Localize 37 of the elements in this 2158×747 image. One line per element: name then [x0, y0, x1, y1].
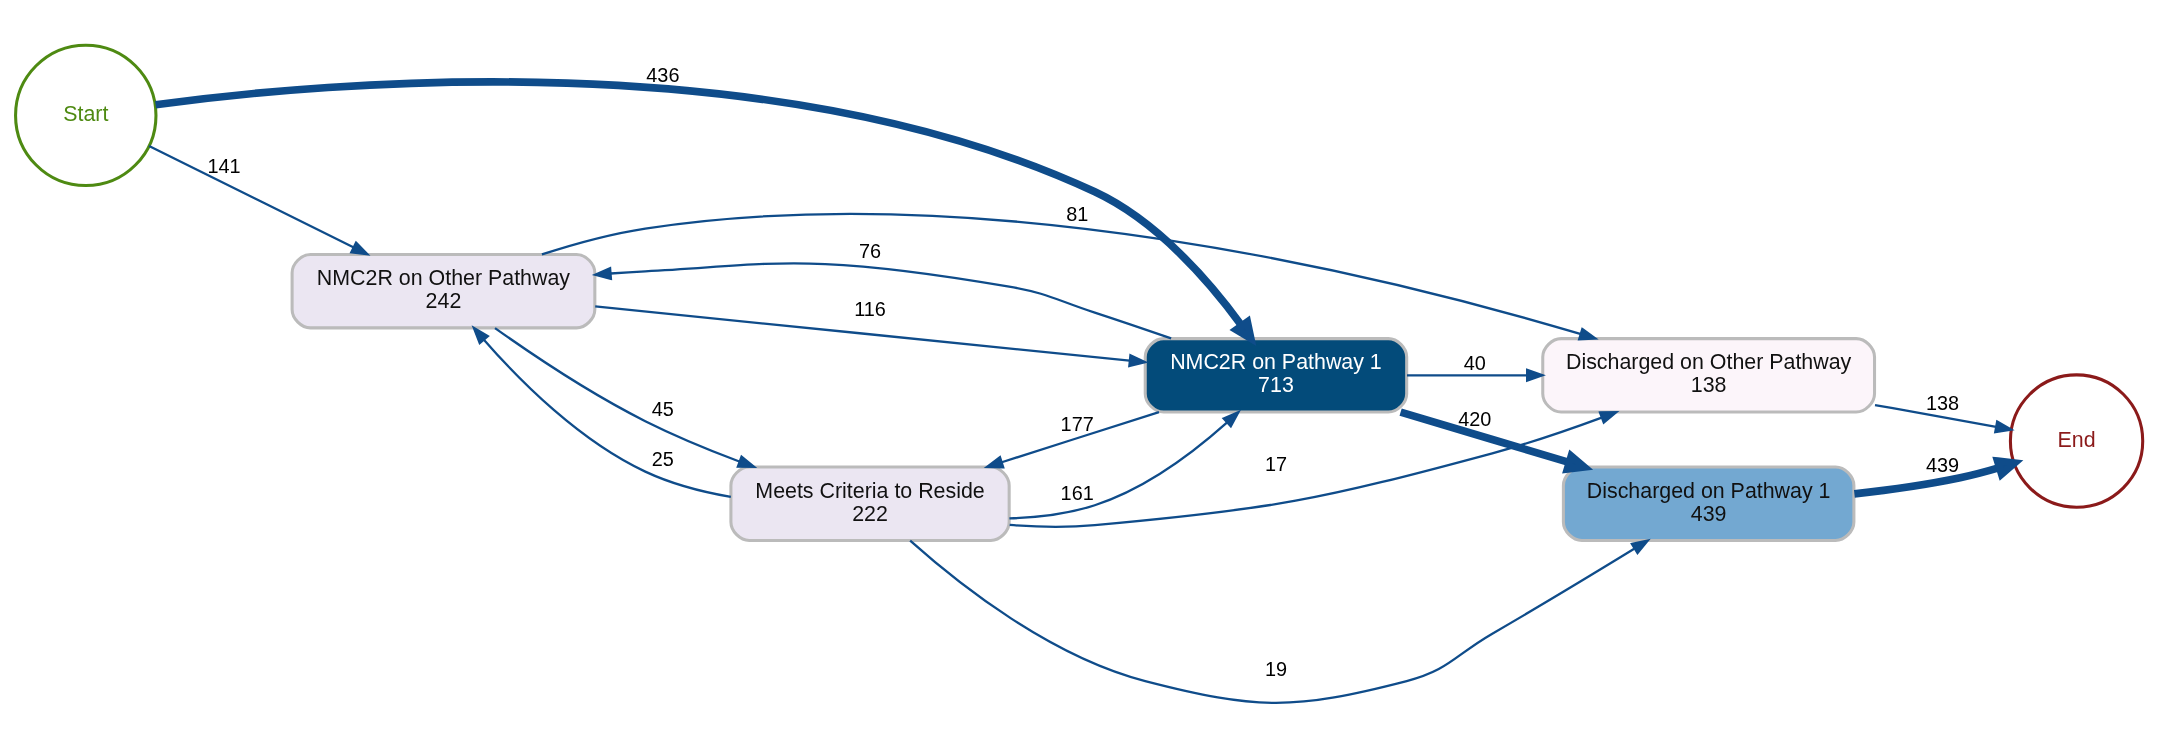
edge-label: 81	[1066, 202, 1089, 225]
arrow	[1399, 407, 1594, 473]
edge-label: 116	[854, 297, 886, 320]
edge-label: 40	[1463, 351, 1486, 374]
node-box: Discharged on Pathway 1 439	[1561, 465, 1856, 542]
edge-label: 439	[1926, 453, 1960, 476]
edge-label: 161	[1060, 481, 1094, 504]
node-box: Meets Criteria to Reside 222	[729, 465, 1011, 542]
arrow	[909, 538, 1651, 704]
arrow	[1853, 456, 2024, 498]
arrow	[148, 144, 371, 256]
edge-label: 76	[858, 239, 882, 262]
edge-label: 19	[1264, 657, 1288, 680]
arrow	[595, 304, 1149, 367]
edge-label: 436	[646, 63, 680, 86]
node-circle: Start	[14, 43, 158, 187]
arrow	[1874, 403, 2015, 433]
edge-label: 45	[651, 397, 674, 420]
edge-label: 141	[207, 154, 241, 177]
arrow	[1406, 367, 1546, 382]
arrow	[1009, 410, 1620, 528]
node-circle: End	[2008, 372, 2145, 509]
arrow	[494, 326, 758, 468]
edge-label: 17	[1264, 452, 1288, 475]
node-box: NMC2R on Pathway 1 713	[1143, 336, 1409, 413]
edge-label: 25	[651, 447, 674, 470]
arrow	[541, 212, 1599, 340]
node-box: Discharged on Other Pathway 138	[1541, 336, 1877, 413]
edge-label: 177	[1060, 412, 1094, 435]
arrow	[591, 261, 1172, 340]
node-box: NMC2R on Other Pathway 242	[290, 252, 597, 329]
arrow	[1009, 409, 1242, 519]
arrow	[983, 410, 1160, 469]
edge-label: 138	[1926, 391, 1960, 414]
arrow	[155, 77, 1257, 346]
arrow	[471, 324, 732, 498]
edge-label: 420	[1458, 407, 1492, 430]
